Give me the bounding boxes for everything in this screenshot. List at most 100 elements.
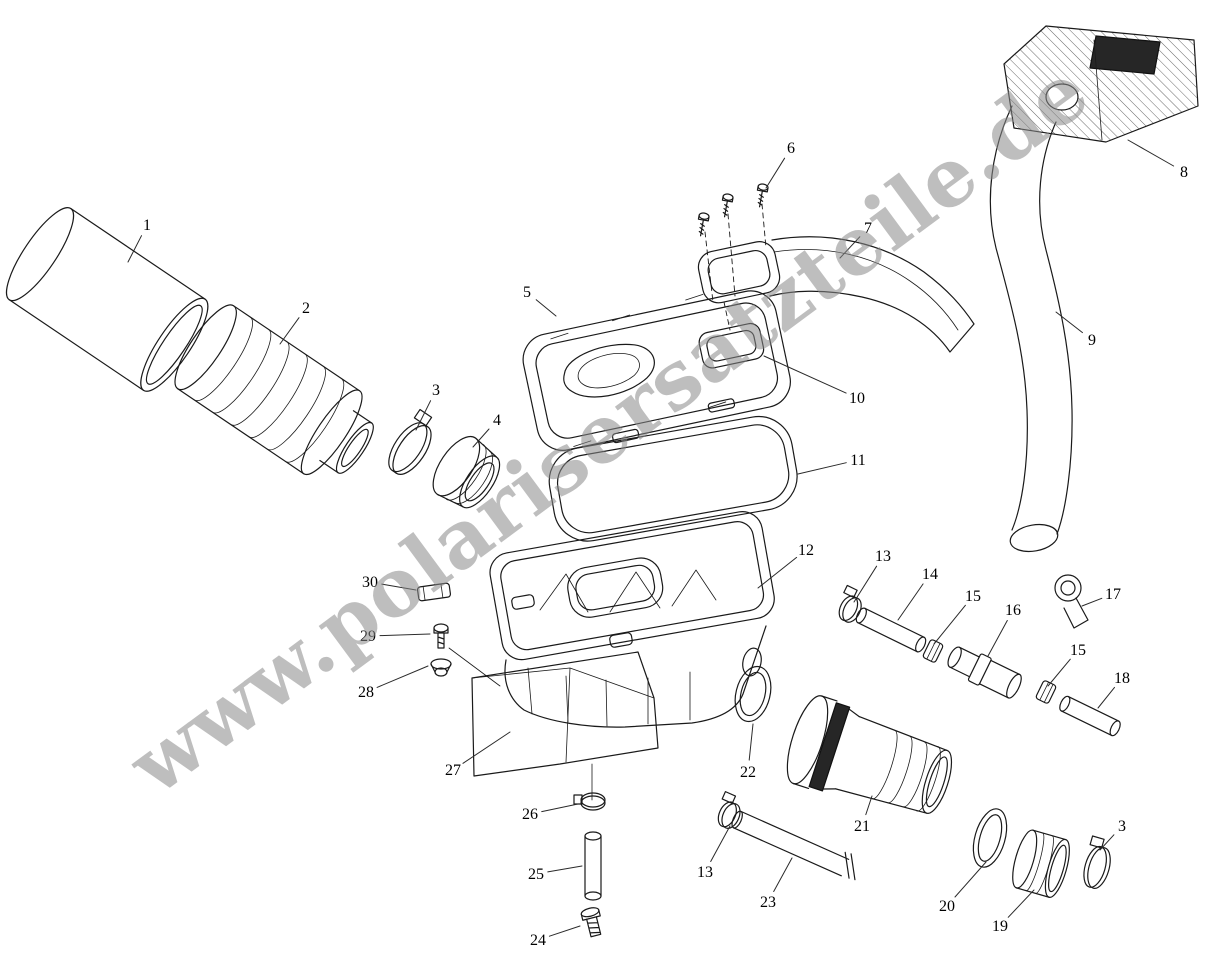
part-23-hose xyxy=(731,810,856,881)
leader-line-15 xyxy=(1047,658,1071,687)
callout-label-23: 23 xyxy=(760,894,776,911)
callout-label-13: 13 xyxy=(875,548,891,565)
callout-label-27: 27 xyxy=(445,762,461,779)
callout-label-5: 5 xyxy=(523,284,531,301)
leader-line-15 xyxy=(933,604,966,645)
leader-line-9 xyxy=(1055,311,1083,334)
leader-line-13 xyxy=(853,565,878,603)
part-28-grommet xyxy=(430,658,452,677)
part-10-mount-plate xyxy=(698,322,765,369)
leader-line-17 xyxy=(1081,597,1103,607)
part-2-air-filter xyxy=(174,304,374,476)
callout-label-11: 11 xyxy=(850,452,865,469)
leader-line-26 xyxy=(541,803,579,813)
part-26-clamp xyxy=(573,792,606,811)
callout-label-24: 24 xyxy=(530,932,546,949)
callout-label-25: 25 xyxy=(528,866,544,883)
leader-line-22 xyxy=(748,723,754,761)
leader-line-5 xyxy=(535,299,557,317)
leader-line-30 xyxy=(381,583,417,591)
leader-line-10 xyxy=(763,355,847,394)
leader-line-19 xyxy=(1007,889,1035,918)
part-3-clamp-2 xyxy=(1083,835,1111,889)
callout-label-22: 22 xyxy=(740,764,756,781)
part-12-airbox-base xyxy=(489,511,775,728)
leader-line-24 xyxy=(548,925,581,937)
part-18-hose xyxy=(1059,695,1121,737)
part-29-screw xyxy=(433,623,449,649)
callout-label-9: 9 xyxy=(1088,332,1096,349)
leader-line-16 xyxy=(987,620,1008,657)
leader-line-18 xyxy=(1097,686,1115,709)
callout-label-20: 20 xyxy=(939,898,955,915)
part-19-coupling xyxy=(1012,829,1070,898)
part-13-clamp-2 xyxy=(717,791,741,829)
leader-line-23 xyxy=(773,857,793,892)
callout-label-29: 29 xyxy=(360,628,376,645)
part-27-baffle-plate xyxy=(471,651,659,801)
part-8-intake-box xyxy=(1003,25,1199,143)
callout-label-4: 4 xyxy=(493,412,501,429)
part-13-clamp xyxy=(838,584,862,623)
part-15-nut-2 xyxy=(1035,680,1057,704)
part-24-drain-screw xyxy=(580,907,602,938)
callout-label-10: 10 xyxy=(849,390,865,407)
mounting-line xyxy=(448,647,501,687)
part-4-adapter-boot xyxy=(432,435,501,509)
leader-line-8 xyxy=(1127,139,1175,167)
callout-label-26: 26 xyxy=(522,806,538,823)
part-9-snorkel-tube xyxy=(989,105,1073,553)
leader-line-25 xyxy=(547,865,583,873)
callout-label-12: 12 xyxy=(798,542,814,559)
callout-label-19: 19 xyxy=(992,918,1008,935)
callout-label-3: 3 xyxy=(432,382,440,399)
part-16-valve xyxy=(947,646,1022,699)
part-1-foam-prefilter xyxy=(5,207,209,392)
callout-label-16: 16 xyxy=(1005,602,1021,619)
callout-label-28: 28 xyxy=(358,684,374,701)
callout-label-8: 8 xyxy=(1180,164,1188,181)
leader-line-2 xyxy=(279,317,300,345)
part-5-airbox-cover xyxy=(522,290,791,451)
callout-label-18: 18 xyxy=(1114,670,1130,687)
part-25-drain-tube xyxy=(584,831,602,901)
callout-label-30: 30 xyxy=(362,574,378,591)
part-6-screws xyxy=(697,183,769,237)
callout-label-13: 13 xyxy=(697,864,713,881)
callout-label-15: 15 xyxy=(1070,642,1086,659)
part-3-clamp xyxy=(388,408,433,475)
part-30-clip xyxy=(416,582,452,602)
leader-line-4 xyxy=(472,428,490,448)
leader-line-21 xyxy=(865,795,873,816)
part-14-hose xyxy=(855,607,927,653)
leader-line-14 xyxy=(897,583,924,621)
leader-line-27 xyxy=(462,731,511,764)
part-7-intake-duct xyxy=(697,236,975,353)
assembly-alignment-lines xyxy=(704,203,767,331)
leader-line-3 xyxy=(1099,834,1115,851)
leader-line-13 xyxy=(710,825,731,862)
part-11-gasket xyxy=(548,415,798,542)
part-22-o-ring xyxy=(734,665,772,723)
leader-line-6 xyxy=(765,157,786,189)
leader-line-7 xyxy=(839,236,861,259)
callout-label-1: 1 xyxy=(143,217,151,234)
callout-label-14: 14 xyxy=(922,566,938,583)
callout-label-3: 3 xyxy=(1118,818,1126,835)
leader-line-28 xyxy=(376,665,429,688)
leader-line-20 xyxy=(954,861,987,898)
callout-label-6: 6 xyxy=(787,140,795,157)
callout-label-2: 2 xyxy=(302,300,310,317)
leader-line-1 xyxy=(127,235,142,263)
callout-label-7: 7 xyxy=(864,220,872,237)
part-21-intake-boot xyxy=(786,695,953,814)
part-17-clamp-bracket xyxy=(1054,574,1089,629)
leader-line-29 xyxy=(379,633,431,637)
leader-line-12 xyxy=(757,556,798,589)
callout-label-21: 21 xyxy=(854,818,870,835)
part-20-o-ring xyxy=(972,808,1008,868)
callout-label-15: 15 xyxy=(965,588,981,605)
